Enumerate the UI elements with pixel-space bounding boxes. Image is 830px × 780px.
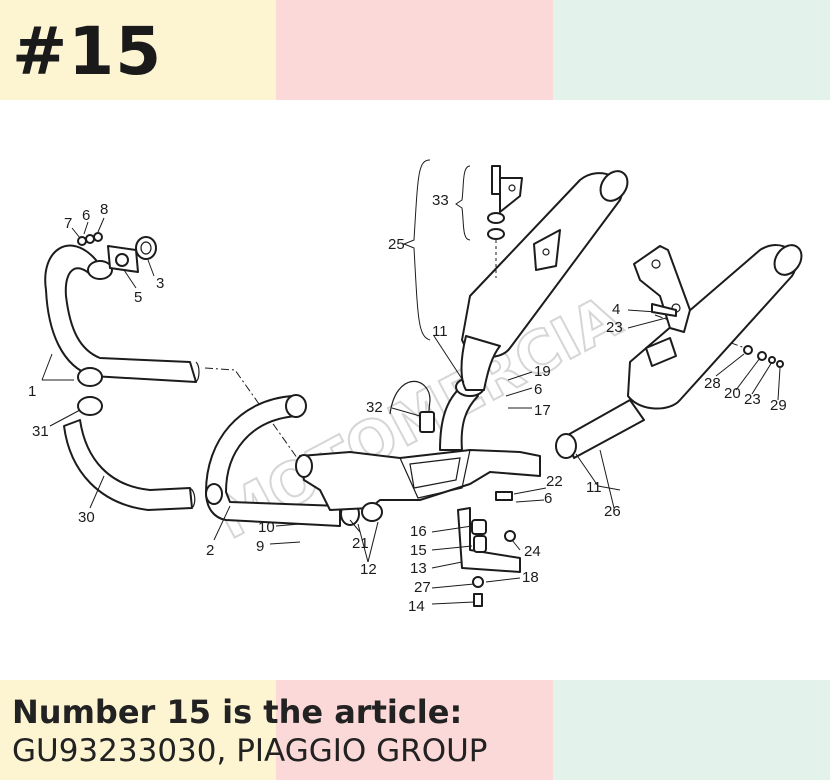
callout-33: 33 <box>432 192 449 209</box>
muffler-bracket <box>633 245 784 368</box>
callout-26: 26 <box>604 503 621 520</box>
callout-3: 3 <box>156 275 164 292</box>
footer-band-pink <box>276 680 553 780</box>
callout-23a: 23 <box>606 319 623 336</box>
callout-29: 29 <box>770 397 787 414</box>
callout-7: 7 <box>64 215 72 232</box>
leader-lines <box>41 217 781 605</box>
callout-24: 24 <box>524 543 541 560</box>
clamp-31 <box>77 396 103 416</box>
callout-18: 18 <box>522 569 539 586</box>
footer-band-mint <box>553 680 830 780</box>
callout-11b: 11 <box>586 479 602 496</box>
callout-14: 14 <box>408 598 425 615</box>
callout-17: 17 <box>534 402 551 419</box>
oxygen-sensor <box>389 380 435 433</box>
callout-11a: 11 <box>432 323 448 340</box>
article-caption: Number 15 is the article: <box>12 693 463 731</box>
header-band-pink <box>276 0 553 100</box>
callout-21: 21 <box>352 535 369 552</box>
header-band <box>0 0 830 100</box>
callout-6c: 6 <box>544 490 552 507</box>
footer-band <box>0 680 830 780</box>
callout-28: 28 <box>704 375 721 392</box>
callout-9: 9 <box>256 538 264 555</box>
exploded-parts-diagram: MOTOMERCIA <box>28 159 803 615</box>
part-number-title: #15 <box>12 13 163 90</box>
upper-muffler <box>460 170 629 391</box>
callout-19: 19 <box>534 363 551 380</box>
rear-muffler <box>555 244 803 459</box>
callout-27: 27 <box>414 579 431 596</box>
callout-1: 1 <box>28 383 36 400</box>
muffler-hanger-33 <box>487 165 523 278</box>
callout-23b: 23 <box>744 391 761 408</box>
front-header-pipe <box>44 244 200 387</box>
callout-6b: 6 <box>534 381 542 398</box>
callout-32: 32 <box>366 399 383 416</box>
callout-20: 20 <box>724 385 741 402</box>
header-band-yellow <box>0 0 276 100</box>
callout-8: 8 <box>100 201 108 218</box>
footer-band-yellow <box>0 680 276 780</box>
gasket-flange <box>77 232 157 273</box>
callout-31: 31 <box>32 423 49 440</box>
callout-16: 16 <box>410 523 427 540</box>
callout-30: 30 <box>78 509 95 526</box>
callout-4: 4 <box>612 301 620 318</box>
callout-labels: 1 2 3 4 5 6 6 6 7 8 9 10 11 11 12 13 14 … <box>28 192 787 615</box>
callout-13: 13 <box>410 560 427 577</box>
callout-10: 10 <box>258 519 275 536</box>
header-band-mint <box>553 0 830 100</box>
callout-22: 22 <box>546 473 563 490</box>
callout-2: 2 <box>206 542 214 559</box>
article-code: GU93233030, PIAGGIO GROUP <box>12 733 488 769</box>
callout-6a: 6 <box>82 207 90 224</box>
mounting-bracket <box>457 491 521 607</box>
callout-5: 5 <box>134 289 142 306</box>
callout-12: 12 <box>360 561 377 578</box>
callout-25: 25 <box>388 236 405 253</box>
pipe-30 <box>63 419 196 511</box>
callout-15: 15 <box>410 542 427 559</box>
